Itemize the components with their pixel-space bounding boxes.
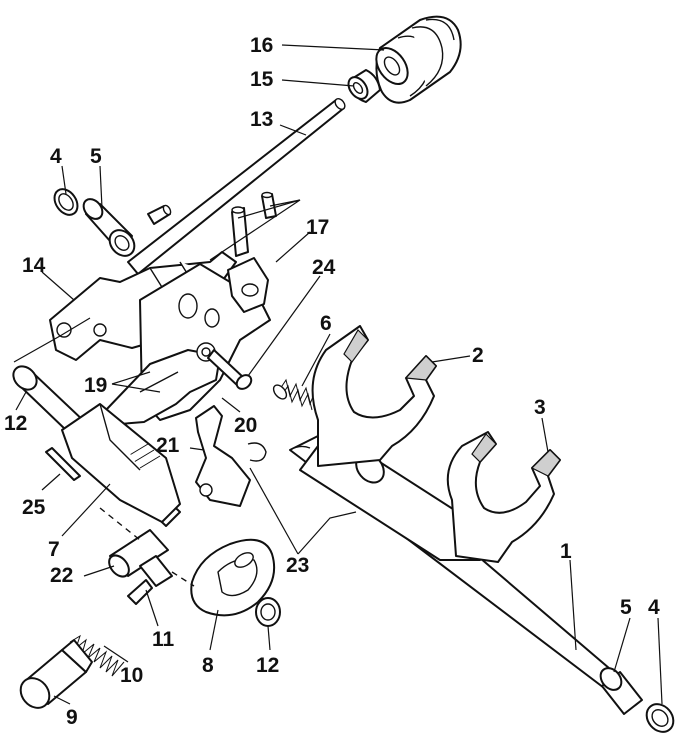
part-21-small-lever — [195, 405, 251, 507]
callout-20: 20 — [234, 414, 257, 437]
callout-1: 1 — [560, 540, 572, 563]
callout-5-lower: 5 — [620, 596, 632, 619]
callout-11: 11 — [152, 628, 175, 651]
part-25-pin — [45, 447, 81, 481]
callout-15: 15 — [250, 68, 274, 91]
callout-25: 25 — [22, 496, 46, 519]
part-20-clip — [247, 442, 267, 462]
part-13-shift-rod — [127, 97, 346, 275]
part-22-plunger — [108, 529, 169, 578]
callout-10: 10 — [120, 664, 143, 687]
callout-12-upper: 12 — [4, 412, 27, 435]
callout-7: 7 — [48, 538, 60, 561]
part-4-o-ring-lower — [645, 703, 675, 733]
callout-9: 9 — [66, 706, 78, 729]
part-2-shift-fork — [311, 325, 437, 467]
part-4-o-ring-upper — [53, 188, 79, 216]
callout-2: 2 — [472, 344, 484, 367]
part-12-bushing-lower — [255, 597, 281, 627]
callout-24: 24 — [312, 256, 336, 279]
part-24-bolt — [207, 349, 253, 390]
part-19-interlock-plates — [105, 342, 221, 425]
callout-16: 16 — [250, 34, 273, 57]
callout-22: 22 — [50, 564, 73, 587]
leader-lines — [13, 44, 663, 705]
callout-labels: 16 15 13 4 5 17 24 14 6 2 19 3 20 21 12 … — [4, 34, 660, 729]
part-5-sleeve-upper — [82, 198, 136, 257]
part-8-cam-plate — [190, 538, 276, 617]
callout-6: 6 — [320, 312, 332, 335]
alignment-dashes — [99, 507, 195, 587]
part-11-detent-pin — [127, 555, 173, 605]
small-pins — [147, 191, 277, 257]
callout-14: 14 — [22, 254, 46, 277]
part-15-bushing — [347, 69, 381, 103]
callout-17: 17 — [306, 216, 329, 239]
callout-5-upper: 5 — [90, 145, 102, 168]
part-6-spring — [272, 378, 315, 411]
part-16-shift-boot — [375, 15, 462, 104]
callout-12-lower: 12 — [256, 654, 279, 677]
callout-13: 13 — [250, 108, 273, 131]
part-10-detent-spring — [69, 634, 125, 677]
part-7-lever-assembly — [61, 403, 181, 523]
callout-3: 3 — [534, 396, 546, 419]
part-3-shift-fork — [446, 431, 561, 563]
part-9-detent-plunger — [19, 639, 93, 709]
callout-23: 23 — [286, 554, 309, 577]
callout-8: 8 — [202, 654, 214, 677]
callout-19: 19 — [84, 374, 107, 397]
part-5-sleeve-lower — [599, 667, 643, 715]
callout-4-lower: 4 — [648, 596, 660, 619]
callout-21: 21 — [156, 434, 180, 457]
callout-4-upper: 4 — [50, 145, 62, 168]
